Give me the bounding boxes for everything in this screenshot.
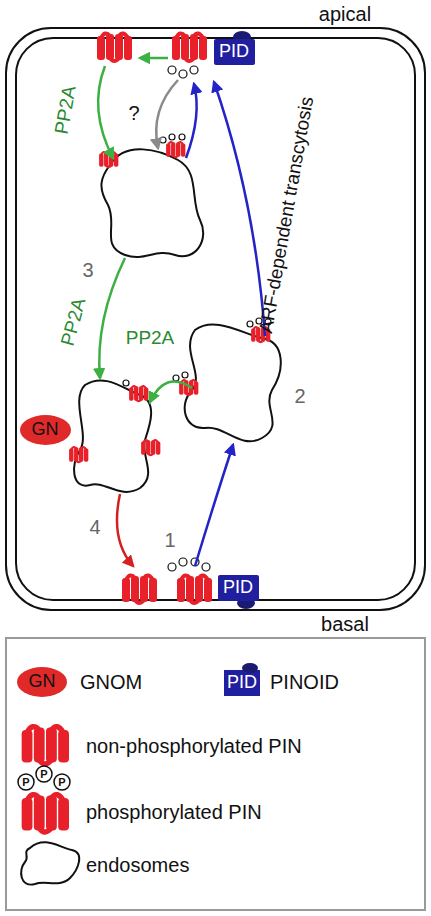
pin-protein bbox=[97, 33, 132, 61]
pin-icon bbox=[22, 727, 69, 764]
pin-protein bbox=[129, 386, 148, 401]
pin-protein bbox=[99, 152, 118, 167]
label: ARF-dependent transcytosis bbox=[256, 95, 318, 335]
callout-number: 4 bbox=[89, 516, 100, 538]
label: ? bbox=[128, 102, 139, 124]
legend-text: non-phosphorylated PIN bbox=[86, 735, 302, 757]
endosome bbox=[74, 380, 151, 492]
label: P bbox=[40, 768, 47, 780]
phosphate-groups bbox=[123, 66, 271, 571]
label: basal bbox=[321, 613, 369, 635]
pin-protein bbox=[69, 447, 88, 462]
pinoid-kinase: PID bbox=[214, 39, 255, 65]
pinoid-kinase: PID bbox=[218, 575, 259, 601]
phospho-pin-icon bbox=[22, 795, 69, 832]
callout-number: 2 bbox=[294, 385, 305, 407]
legend-text: GNOM bbox=[80, 671, 142, 693]
pinoid-icon bbox=[224, 670, 260, 696]
endosome bbox=[185, 324, 281, 441]
label: P bbox=[58, 776, 65, 788]
label: PP2A bbox=[51, 84, 80, 135]
callout-number: 3 bbox=[82, 259, 93, 281]
phosphate-groups bbox=[18, 766, 70, 790]
label: P bbox=[22, 776, 29, 788]
label: apical bbox=[319, 3, 371, 25]
node-text: PID bbox=[223, 578, 253, 598]
legend-text: phosphorylated PIN bbox=[86, 801, 262, 823]
pid-anchor bbox=[242, 663, 258, 673]
node-text: PID bbox=[219, 42, 249, 62]
legend-frame bbox=[6, 638, 425, 910]
pin-protein bbox=[177, 575, 212, 603]
label: PP2A bbox=[58, 296, 91, 348]
pin-protein bbox=[166, 142, 185, 157]
gnom-oval: GN bbox=[20, 415, 71, 445]
endosome-icon bbox=[21, 842, 79, 884]
node-text: GN bbox=[32, 420, 59, 440]
gnom-icon bbox=[17, 667, 67, 697]
pin-protein bbox=[141, 440, 160, 455]
label: GN bbox=[29, 672, 56, 692]
plasma-membrane bbox=[16, 38, 415, 600]
legend-text: PINOID bbox=[270, 671, 339, 693]
pin-protein bbox=[172, 33, 207, 61]
pin-protein bbox=[122, 575, 157, 603]
arrows bbox=[98, 58, 265, 566]
label: PP2A bbox=[126, 328, 175, 349]
legend-text: endosomes bbox=[86, 854, 189, 876]
label: PID bbox=[227, 673, 257, 693]
callout-number: 1 bbox=[164, 529, 175, 551]
cell-wall bbox=[6, 28, 425, 610]
